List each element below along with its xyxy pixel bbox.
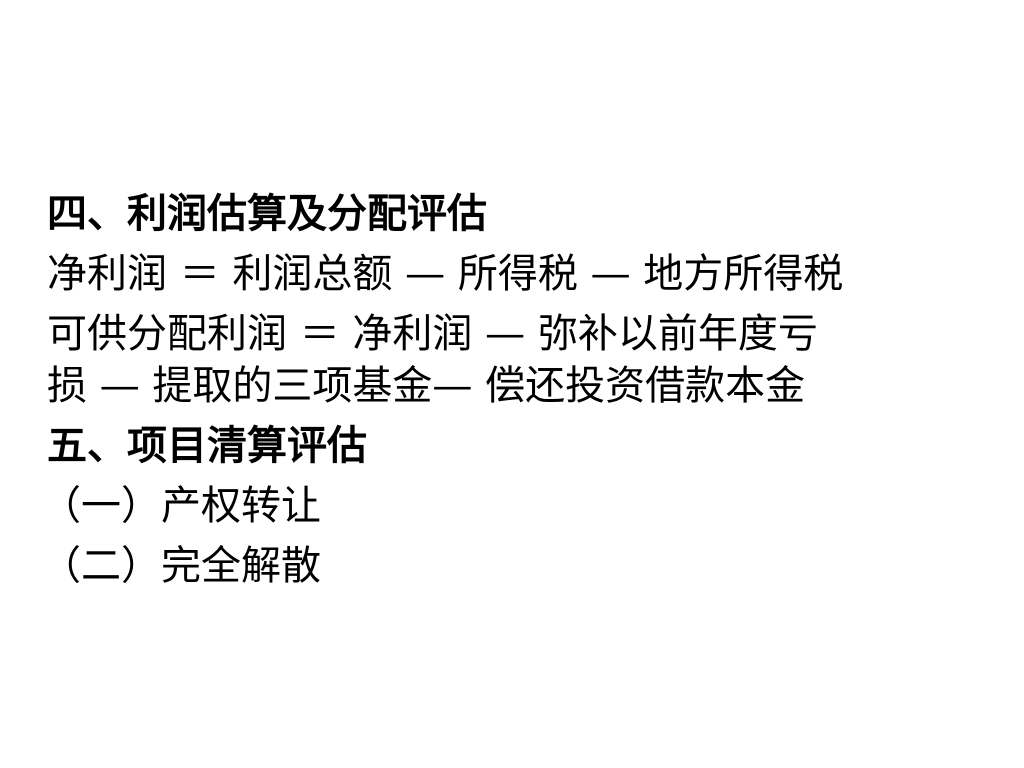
section-4-heading: 四、利润估算及分配评估: [47, 190, 487, 237]
distributable-profit-formula-line-1: 可供分配利润 ＝ 净利润 — 弥补以前年度亏: [47, 311, 818, 357]
list-item-full-dissolution: （二）完全解散: [41, 543, 321, 589]
section-5-heading: 五、项目清算评估: [47, 422, 367, 469]
net-profit-formula: 净利润 ＝ 利润总额 — 所得税 — 地方所得税: [47, 251, 844, 297]
distributable-profit-formula-line-2: 损 — 提取的三项基金— 偿还投资借款本金: [47, 363, 806, 409]
list-item-property-transfer: （一）产权转让: [41, 483, 321, 529]
slide-body: 四、利润估算及分配评估 净利润 ＝ 利润总额 — 所得税 — 地方所得税 可供分…: [41, 188, 987, 592]
